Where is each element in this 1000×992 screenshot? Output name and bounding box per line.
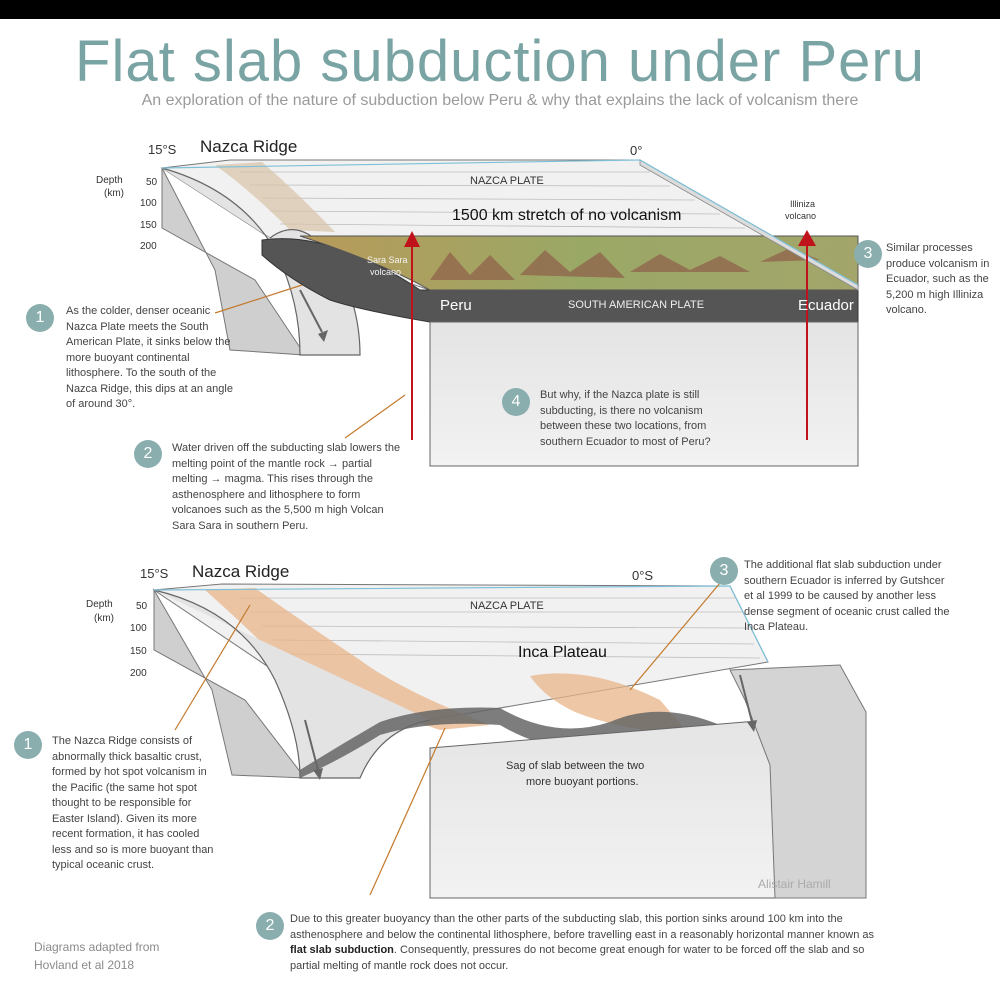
top-nazca-plate-label: NAZCA PLATE	[470, 175, 544, 187]
top-nazca-ridge-label: Nazca Ridge	[200, 137, 298, 156]
top-note-4: But why, if the Nazca plate is still sub…	[540, 389, 711, 448]
bottom-plate-texture	[240, 597, 761, 659]
top-depth-50: 50	[146, 177, 158, 188]
bottom-note-2-text-c: . Consequently, pressures do not become …	[290, 944, 865, 972]
bottom-depth-unit: (km)	[94, 613, 114, 624]
bottom-pointer-2	[369, 727, 446, 896]
top-mountains	[430, 248, 820, 280]
top-depth-200: 200	[140, 241, 157, 252]
sag-label-1: Sag of slab between the two	[506, 760, 645, 772]
bottom-slab-arrow-right	[739, 674, 753, 723]
sag-label-2: more buoyant portions.	[526, 776, 639, 788]
top-badge-4: 4	[502, 388, 530, 416]
no-volcanism-label: 1500 km stretch of no volcanism	[452, 207, 682, 224]
bottom-note-3: The additional flat slab subduction unde…	[744, 559, 950, 633]
bottom-badge-2: 2	[256, 912, 284, 940]
illiniza-label-1: Illiniza	[790, 199, 816, 209]
bottom-pointer-3	[629, 582, 721, 691]
bottom-subducting-slab	[153, 589, 431, 779]
top-note-2: Water driven off the subducting slab low…	[172, 442, 401, 532]
top-block-diagram	[160, 159, 860, 467]
top-note-3: Similar processes produce volcanism in E…	[886, 242, 990, 316]
inca-plateau-label: Inca Plateau	[518, 644, 607, 661]
sarasara-label-2: volcano	[370, 267, 402, 277]
top-depth-100: 100	[140, 198, 157, 209]
bottom-note-2: Due to this greater buoyancy than the ot…	[290, 912, 890, 974]
top-front-mantle	[429, 321, 859, 467]
bottom-slab-underside	[300, 707, 768, 778]
bottom-nazca-ridge-label: Nazca Ridge	[192, 562, 290, 581]
bottom-depth-50: 50	[136, 601, 148, 612]
bottom-note-1: The Nazca Ridge consists of abnormally t…	[52, 735, 214, 871]
bottom-block-diagram	[152, 582, 867, 899]
sarasara-label-1: Sara Sara	[367, 255, 408, 265]
bottom-lat-right: 0°S	[632, 568, 654, 583]
bottom-depth-label: Depth	[86, 599, 113, 610]
bottom-depth-100: 100	[130, 623, 147, 634]
bottom-slab-arrow-left	[304, 719, 319, 771]
page-title: Flat slab subduction under Peru	[75, 29, 925, 94]
bottom-pointer-1	[174, 604, 251, 731]
top-depth-label: Depth	[96, 175, 123, 186]
top-badge-3: 3	[854, 240, 882, 268]
credit-line-1: Diagrams adapted from	[34, 940, 160, 954]
credit-line-2: Hovland et al 2018	[34, 958, 135, 972]
top-nazca-ridge-stripe	[215, 162, 335, 232]
page-subtitle: An exploration of the nature of subducti…	[141, 92, 859, 109]
top-blue-edge	[161, 159, 859, 286]
flat-slab-term: flat slab subduction	[290, 944, 394, 956]
top-badge-1: 1	[26, 304, 54, 332]
bottom-depth-150: 150	[130, 646, 147, 657]
top-sarasara-volcano	[404, 231, 420, 247]
bottom-note-2-text-a: Due to this greater buoyancy than the ot…	[290, 913, 874, 941]
top-illiniza-volcano	[798, 230, 816, 246]
top-pointer-1	[214, 284, 303, 314]
bottom-badge-1: 1	[14, 731, 42, 759]
top-black-bar	[0, 0, 1000, 19]
peru-label: Peru	[440, 297, 472, 314]
top-pointer-2	[344, 394, 406, 439]
top-note-1: As the colder, denser oceanic Nazca Plat…	[66, 305, 233, 410]
bottom-nazca-ridge-stripe	[205, 588, 490, 730]
artist-signature: Alistair Hamill	[758, 877, 831, 891]
south-american-plate-label: SOUTH AMERICAN PLATE	[568, 299, 705, 311]
top-lat-left: 15°S	[148, 142, 177, 157]
top-badge-2: 2	[134, 440, 162, 468]
bottom-blue-edge	[153, 585, 769, 663]
ecuador-label: Ecuador	[798, 297, 854, 314]
bottom-lat-left: 15°S	[140, 566, 169, 581]
top-lat-right: 0°	[630, 143, 643, 158]
bottom-nazca-plate-label: NAZCA PLATE	[470, 600, 544, 612]
bottom-depth-200: 200	[130, 668, 147, 679]
bottom-badge-3: 3	[710, 557, 738, 585]
top-depth-150: 150	[140, 220, 157, 231]
illiniza-label-2: volcano	[785, 211, 817, 221]
top-depth-unit: (km)	[104, 188, 124, 199]
top-slab-arrow	[299, 289, 323, 333]
